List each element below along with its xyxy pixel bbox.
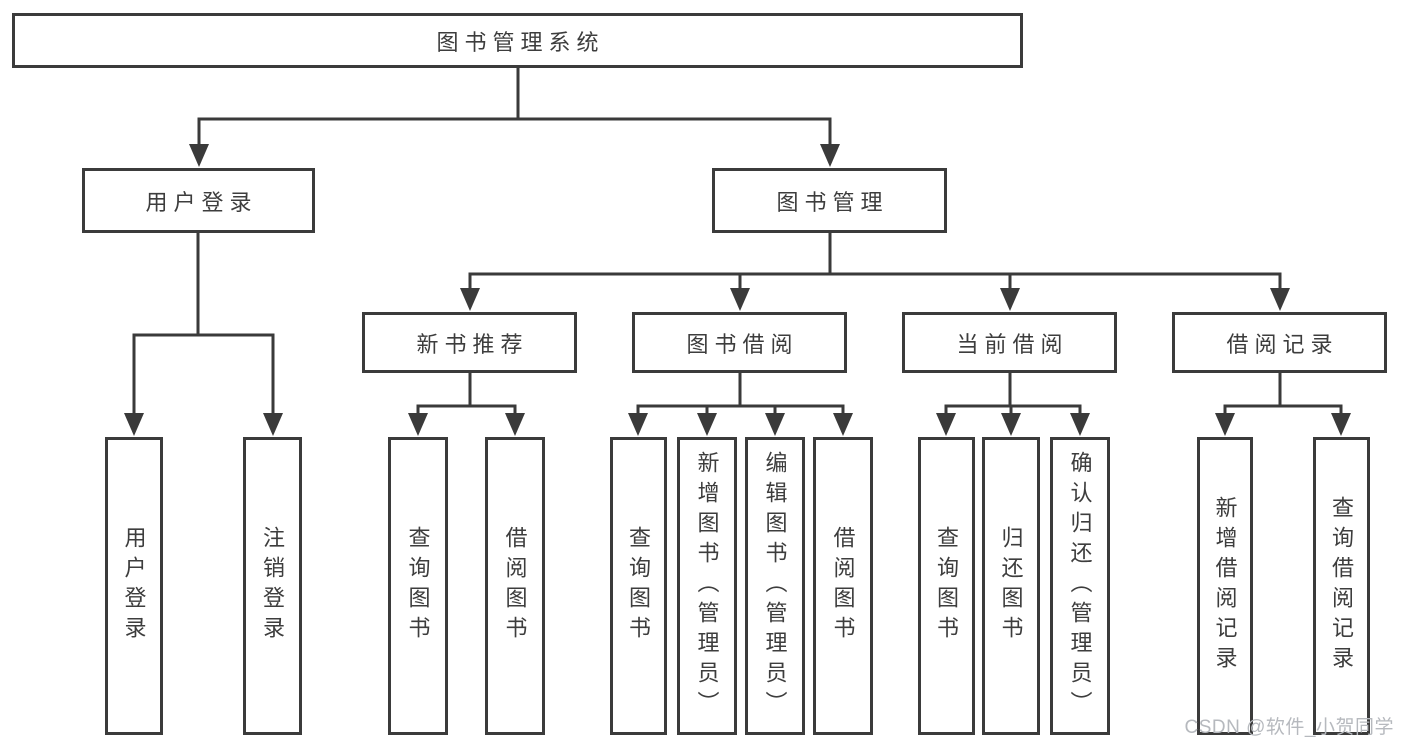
node-leaf-edit-book-admin: 编辑图书（管理员）: [745, 437, 805, 735]
node-leaf-query-book-current: 查询图书: [918, 437, 975, 735]
arrowhead: [408, 413, 428, 436]
arrowhead: [730, 288, 750, 311]
node-leaf-user-login: 用户登录: [105, 437, 163, 735]
node-leaf-add-book-admin-label: 新增图书（管理员）: [694, 451, 720, 721]
node-user-login-label: 用户登录: [145, 189, 258, 215]
node-leaf-query-book-recommend: 查询图书: [388, 437, 448, 735]
node-current-borrow-label: 当前借阅: [956, 331, 1069, 357]
arrowhead: [1270, 288, 1290, 311]
arrowhead: [263, 413, 283, 436]
node-book-borrow: 图书借阅: [632, 312, 847, 373]
node-leaf-borrow-book: 借阅图书: [813, 437, 873, 735]
node-leaf-query-book-recommend-label: 查询图书: [405, 526, 431, 646]
connector-book-borrow: [636, 371, 845, 417]
arrowhead: [189, 144, 209, 167]
arrowhead: [1070, 413, 1090, 436]
node-leaf-add-book-admin: 新增图书（管理员）: [677, 437, 737, 735]
connector-new-book-recommend: [416, 371, 517, 417]
node-borrow-records: 借阅记录: [1172, 312, 1387, 373]
arrowhead: [1331, 413, 1351, 436]
node-leaf-logout: 注销登录: [243, 437, 302, 735]
node-leaf-borrow-book-recommend: 借阅图书: [485, 437, 545, 735]
node-leaf-borrow-book-recommend-label: 借阅图书: [502, 526, 528, 646]
node-leaf-query-book-borrow: 查询图书: [610, 437, 667, 735]
connector-user-login: [132, 231, 275, 416]
arrowhead: [505, 413, 525, 436]
node-leaf-confirm-return-admin-label: 确认归还（管理员）: [1067, 451, 1093, 721]
arrowhead: [697, 413, 717, 436]
node-root-label: 图书管理系统: [436, 29, 605, 55]
node-leaf-user-login-label: 用户登录: [121, 526, 147, 646]
connector-current-borrow: [944, 371, 1082, 417]
node-leaf-add-borrow-record-label: 新增借阅记录: [1212, 496, 1238, 676]
node-leaf-query-book-current-label: 查询图书: [934, 526, 960, 646]
node-leaf-edit-book-admin-label: 编辑图书（管理员）: [762, 451, 788, 721]
node-new-book-recommend-label: 新书推荐: [416, 331, 529, 357]
node-leaf-return-book-label: 归还图书: [998, 526, 1024, 646]
connector-root: [197, 66, 832, 147]
node-new-book-recommend: 新书推荐: [362, 312, 577, 373]
node-leaf-query-borrow-record-label: 查询借阅记录: [1329, 496, 1355, 676]
node-leaf-return-book: 归还图书: [982, 437, 1040, 735]
arrowhead: [460, 288, 480, 311]
node-leaf-add-borrow-record: 新增借阅记录: [1197, 437, 1253, 735]
node-user-login: 用户登录: [82, 168, 315, 233]
watermark: CSDN @软件_小贺同学: [1184, 717, 1394, 738]
arrowhead: [765, 413, 785, 436]
connector-borrow-records: [1223, 371, 1343, 417]
node-book-management: 图书管理: [712, 168, 947, 233]
arrowhead: [833, 413, 853, 436]
connector-book-management: [468, 231, 1282, 292]
arrowhead: [1000, 288, 1020, 311]
arrowhead: [124, 413, 144, 436]
node-current-borrow: 当前借阅: [902, 312, 1117, 373]
arrowhead: [1215, 413, 1235, 436]
arrowhead: [936, 413, 956, 436]
node-borrow-records-label: 借阅记录: [1226, 331, 1339, 357]
node-book-borrow-label: 图书借阅: [686, 331, 799, 357]
node-book-management-label: 图书管理: [776, 189, 889, 215]
arrowhead: [820, 144, 840, 167]
node-leaf-query-book-borrow-label: 查询图书: [626, 526, 652, 646]
node-leaf-borrow-book-label: 借阅图书: [830, 526, 856, 646]
arrowhead: [628, 413, 648, 436]
node-leaf-logout-label: 注销登录: [260, 526, 286, 646]
node-root: 图书管理系统: [12, 13, 1023, 68]
node-leaf-query-borrow-record: 查询借阅记录: [1313, 437, 1370, 735]
node-leaf-confirm-return-admin: 确认归还（管理员）: [1050, 437, 1110, 735]
arrowhead: [1001, 413, 1021, 436]
